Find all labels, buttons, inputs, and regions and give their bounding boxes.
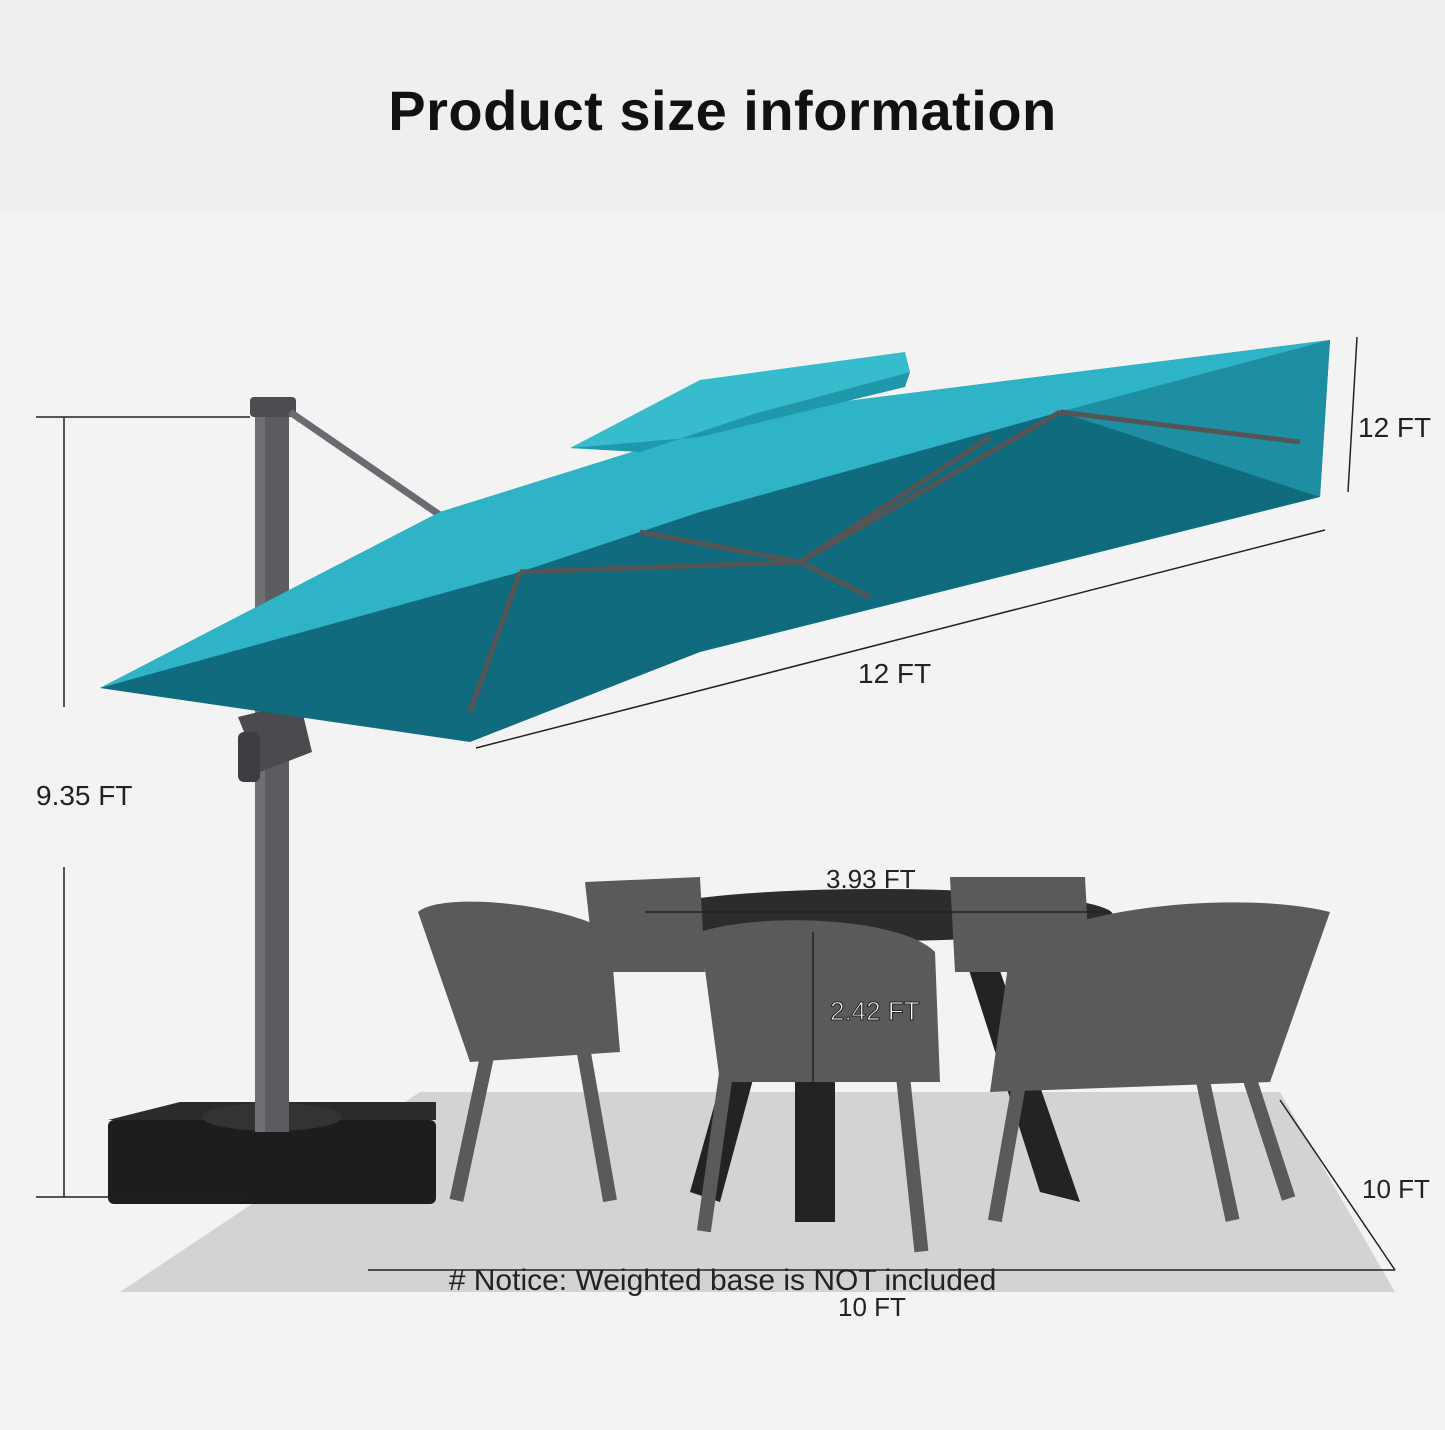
header-band: Product size information (0, 0, 1445, 212)
floor-width-label: 10 FT (838, 1292, 906, 1322)
pole-height-label: 9.35 FT (36, 780, 133, 811)
floor-rug (120, 1092, 1395, 1292)
product-diagram: 9.35 FT 12 FT 12 FT 3.93 FT 2.42 FT 10 F… (0, 212, 1445, 1430)
patio-dining-set (418, 877, 1330, 1253)
table-height-label: 2.42 FT (830, 996, 921, 1027)
canopy-depth-line (1347, 336, 1358, 493)
umbrella-illustration (36, 336, 1396, 1292)
umbrella-canopy (100, 340, 1330, 742)
canopy-depth-label: 12 FT (1358, 412, 1432, 443)
table-diameter-label: 3.93 FT (826, 864, 916, 894)
canopy-width-label: 12 FT (858, 658, 932, 689)
floor-depth-label: 10 FT (1362, 1174, 1430, 1204)
notice-text: # Notice: Weighted base is NOT included (448, 1264, 997, 1297)
canopy-width-line (475, 529, 1326, 749)
floor-depth-line (1279, 1099, 1396, 1271)
page-title: Product size information (388, 79, 1057, 142)
dimension-lines (36, 336, 1396, 1271)
